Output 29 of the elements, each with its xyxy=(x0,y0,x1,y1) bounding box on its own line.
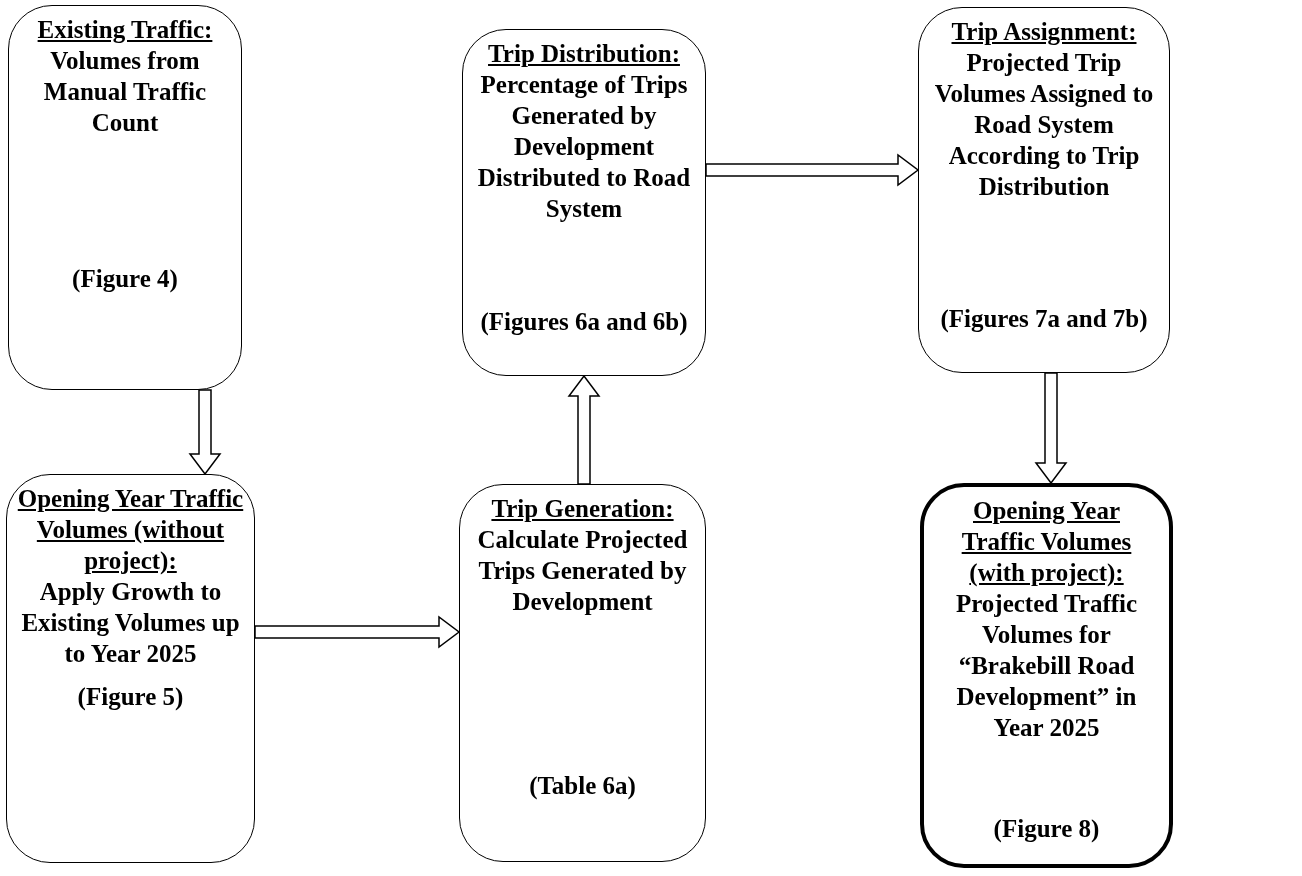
hollow-arrow xyxy=(254,615,461,649)
figure-reference: (Figure 4) xyxy=(72,264,178,294)
hollow-arrow xyxy=(567,374,601,485)
box-heading: Trip Generation: xyxy=(491,494,674,524)
box-description: Projected Traffic Volumes for “Brakebill Road Development” in Year 2025 xyxy=(954,589,1139,743)
rounded-process-box xyxy=(8,5,242,390)
figure-reference: (Figures 6a and 6b) xyxy=(480,307,688,337)
rounded-process-box xyxy=(462,29,706,376)
box-heading: Existing Traffic: xyxy=(37,15,213,45)
rounded-process-box xyxy=(920,483,1173,868)
figure-reference: (Figures 7a and 7b) xyxy=(940,304,1148,334)
box-description: Percentage of Trips Generated by Development Distributed to Road System xyxy=(476,70,692,224)
figure-reference: (Figure 5) xyxy=(77,682,184,712)
box-heading: Trip Assignment: xyxy=(951,17,1137,47)
box-heading: Trip Distribution: xyxy=(488,39,680,69)
hollow-arrow xyxy=(1034,372,1068,485)
box-description: Calculate Projected Trips Generated by Development xyxy=(476,525,689,617)
box-description: Projected Trip Volumes Assigned to Road System According to Trip Distribution xyxy=(933,48,1155,202)
box-description: Volumes from Manual Traffic Count xyxy=(42,46,208,138)
figure-reference: (Figure 8) xyxy=(993,814,1100,844)
rounded-process-box xyxy=(459,484,706,862)
hollow-arrow xyxy=(188,389,222,476)
box-heading: Opening Year Traffic Volumes (without project): xyxy=(17,484,244,576)
hollow-arrow xyxy=(705,153,920,187)
box-heading: Opening Year Traffic Volumes (with project): xyxy=(960,496,1133,588)
figure-reference: (Table 6a) xyxy=(529,771,636,801)
box-description: Apply Growth to Existing Volumes up to Year 2025 xyxy=(20,577,241,669)
rounded-process-box xyxy=(918,7,1170,373)
rounded-process-box xyxy=(6,474,255,863)
